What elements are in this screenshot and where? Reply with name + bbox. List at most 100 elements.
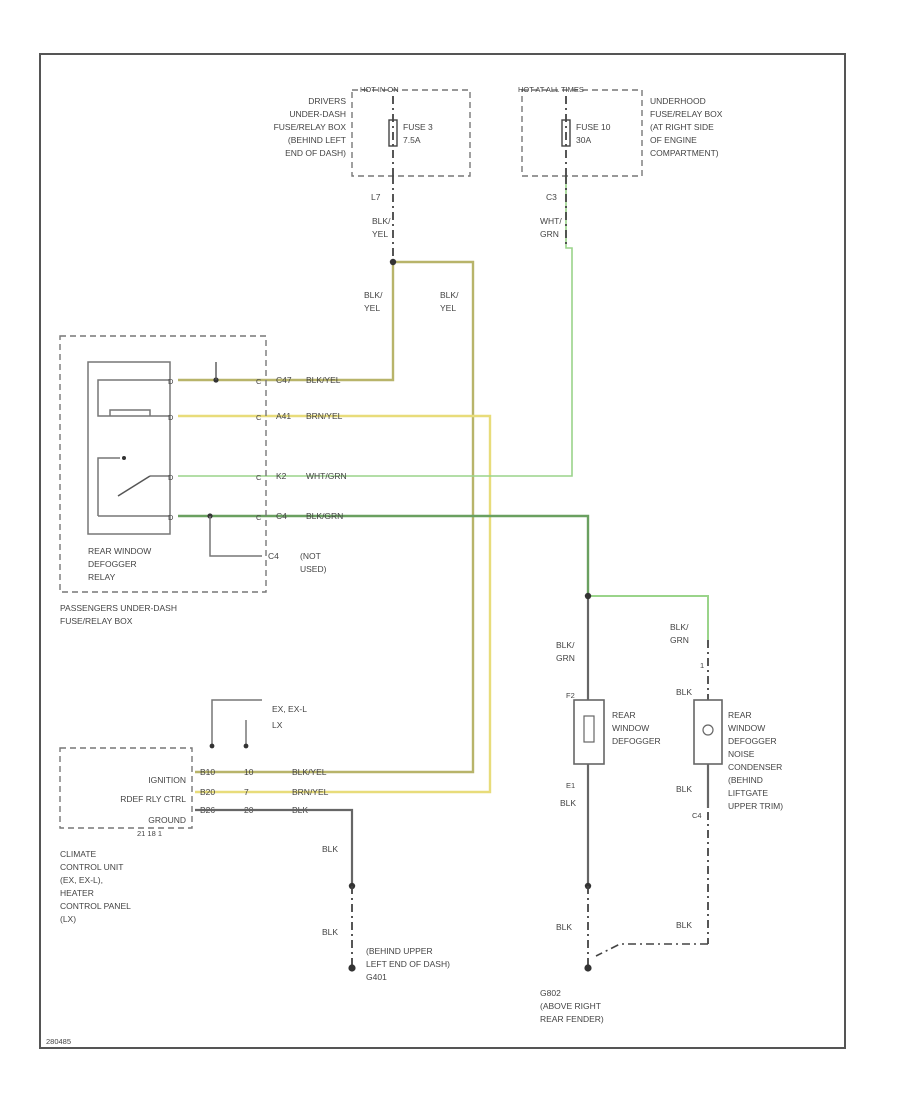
relay-unused-label-2: USED)	[300, 564, 327, 574]
ground-left-wire-top: BLK	[322, 844, 338, 854]
defogger-ground-wire: BLK	[556, 922, 572, 932]
defogger-wire-2: GRN	[556, 653, 575, 663]
fuse-box-left-caption-4: (BEHIND LEFT	[288, 135, 346, 145]
ground-symbol-right	[584, 964, 592, 972]
ground-right-caption-2: (ABOVE RIGHT	[540, 1001, 601, 1011]
condenser-name-5: CONDENSER	[728, 762, 782, 772]
splice-right-label-2: YEL	[440, 303, 456, 313]
defogger-wire-1: BLK/	[556, 640, 575, 650]
relay-box: D D D D C C C C C47 BLK/YEL A41 BRN/YEL …	[59, 335, 347, 626]
condenser-name-2: WINDOW	[728, 723, 765, 733]
wire-blk-yel-relay	[178, 262, 395, 382]
defogger-name-1: REAR	[612, 710, 636, 720]
ground-right-caption-3: REAR FENDER)	[540, 1014, 604, 1024]
relay-pin-4-id: C4	[276, 511, 287, 521]
fuse-box-right-caption-2: FUSE/RELAY BOX	[650, 109, 723, 119]
relay-pin-1-wire: BLK/YEL	[306, 375, 341, 385]
fuse-box-left: HOT IN ON DRIVERS UNDER-DASH FUSE/RELAY …	[274, 85, 471, 262]
rear-window-defogger: BLK/ GRN F2 REAR WINDOW DEFOGGER E1 BLK …	[556, 640, 661, 972]
control-unit-variant-2: LX	[272, 720, 283, 730]
relay-box-caption-1: PASSENGERS UNDER-DASH	[60, 603, 177, 613]
control-unit-caption-3: (EX, EX-L),	[60, 875, 103, 885]
condenser-wire-top-1: BLK/	[670, 622, 689, 632]
ground-right-caption-1: G802	[540, 988, 561, 998]
fuse-3-label: FUSE 3	[403, 122, 433, 132]
cu-row-rdef-pin-a: B20	[200, 787, 215, 797]
fuse-box-left-caption-2: UNDER-DASH	[289, 109, 346, 119]
control-unit-pin-numbers: 21 18 1	[137, 829, 162, 838]
svg-text:C: C	[256, 473, 262, 482]
svg-text:D: D	[168, 513, 174, 522]
control-unit-caption-1: CLIMATE	[60, 849, 97, 859]
relay-pin-2-wire: BRN/YEL	[306, 411, 343, 421]
condenser-wire-top-2: GRN	[670, 635, 689, 645]
relay-pin-2-id: A41	[276, 411, 291, 421]
splice-blk-grn	[584, 592, 592, 600]
fuse-box-right: HOT AT ALL TIMES UNDERHOOD FUSE/RELAY BO…	[518, 85, 723, 239]
fuse-box-left-header: HOT IN ON	[360, 85, 399, 94]
fuse-3-symbol	[388, 119, 398, 147]
wire-label-left-2: YEL	[372, 229, 388, 239]
condenser-wire-bottom: BLK	[676, 920, 692, 930]
condenser-name-6: (BEHIND	[728, 775, 763, 785]
condenser-name-1: REAR	[728, 710, 752, 720]
svg-text:D: D	[168, 473, 174, 482]
relay-pin-3-wire: WHT/GRN	[306, 471, 347, 481]
cu-row-ignition-pin-b: 10	[244, 767, 254, 777]
fuse-box-left-caption-3: FUSE/RELAY BOX	[274, 122, 347, 132]
cu-row-rdef-wire: BRN/YEL	[292, 787, 329, 797]
control-unit-caption-2: CONTROL UNIT	[60, 862, 123, 872]
defogger-top-pin: F2	[566, 691, 575, 700]
connector-c3: C3	[546, 192, 557, 202]
connector-l7: L7	[371, 192, 381, 202]
svg-text:C: C	[256, 513, 262, 522]
relay-unused-label-1: (NOT	[300, 551, 321, 561]
fuse-box-left-caption-1: DRIVERS	[308, 96, 346, 106]
splice-blk-yel	[389, 258, 397, 266]
fuse-box-right-caption-3: (AT RIGHT SIDE	[650, 122, 714, 132]
defogger-name-3: DEFOGGER	[612, 736, 661, 746]
relay-pin-1-id: C47	[276, 375, 292, 385]
fuse-box-right-header: HOT AT ALL TIMES	[518, 85, 584, 94]
splice-left-label-1: BLK/	[364, 290, 383, 300]
svg-text:C: C	[256, 377, 262, 386]
ground-left-wire-bottom: BLK	[322, 927, 338, 937]
wire-label-right-2: GRN	[540, 229, 559, 239]
svg-text:C: C	[256, 413, 262, 422]
cu-row-ignition-wire: BLK/YEL	[292, 767, 327, 777]
relay-name-1: REAR WINDOW	[88, 546, 151, 556]
cu-row-rdef-pin-b: 7	[244, 787, 249, 797]
relay-unused-pin: C4	[268, 551, 279, 561]
condenser-name-3: DEFOGGER	[728, 736, 777, 746]
svg-text:D: D	[168, 377, 174, 386]
svg-text:D: D	[168, 413, 174, 422]
wire-label-right-1: WHT/	[540, 216, 562, 226]
relay-box-caption-2: FUSE/RELAY BOX	[60, 616, 133, 626]
fuse-3-rating: 7.5A	[403, 135, 421, 145]
cu-row-ignition-label: IGNITION	[148, 775, 186, 785]
noise-condenser: BLK/ GRN 1 BLK REAR WINDOW DEFOGGER NOIS…	[595, 622, 783, 957]
wire-blk-grn	[178, 514, 590, 596]
control-unit-variant-1: EX, EX-L	[272, 704, 307, 714]
relay-pin-3-id: K2	[276, 471, 287, 481]
defogger-name-2: WINDOW	[612, 723, 649, 733]
cu-row-rdef-label: RDEF RLY CTRL	[120, 794, 186, 804]
control-unit-caption-5: CONTROL PANEL	[60, 901, 131, 911]
ground-left-caption-1: (BEHIND UPPER	[366, 946, 433, 956]
splice-left-label-2: YEL	[364, 303, 380, 313]
condenser-wire-lower: BLK	[676, 784, 692, 794]
condenser-wire-mid: BLK	[676, 687, 692, 697]
condenser-name-8: UPPER TRIM)	[728, 801, 783, 811]
fuse-10-rating: 30A	[576, 135, 591, 145]
fuse-box-left-caption-5: END OF DASH)	[285, 148, 346, 158]
ground-left-caption-3: G401	[366, 972, 387, 982]
fuse-box-right-caption-5: COMPARTMENT)	[650, 148, 719, 158]
control-unit: EX, EX-L LX IGNITION RDEF RLY CTRL GROUN…	[59, 699, 329, 924]
cu-row-ground-label: GROUND	[148, 815, 186, 825]
fuse-box-right-caption-4: OF ENGINE	[650, 135, 697, 145]
defogger-bottom-wire: BLK	[560, 798, 576, 808]
wire-blk-grn-condenser	[588, 595, 709, 640]
fuse-10-symbol	[561, 119, 571, 147]
